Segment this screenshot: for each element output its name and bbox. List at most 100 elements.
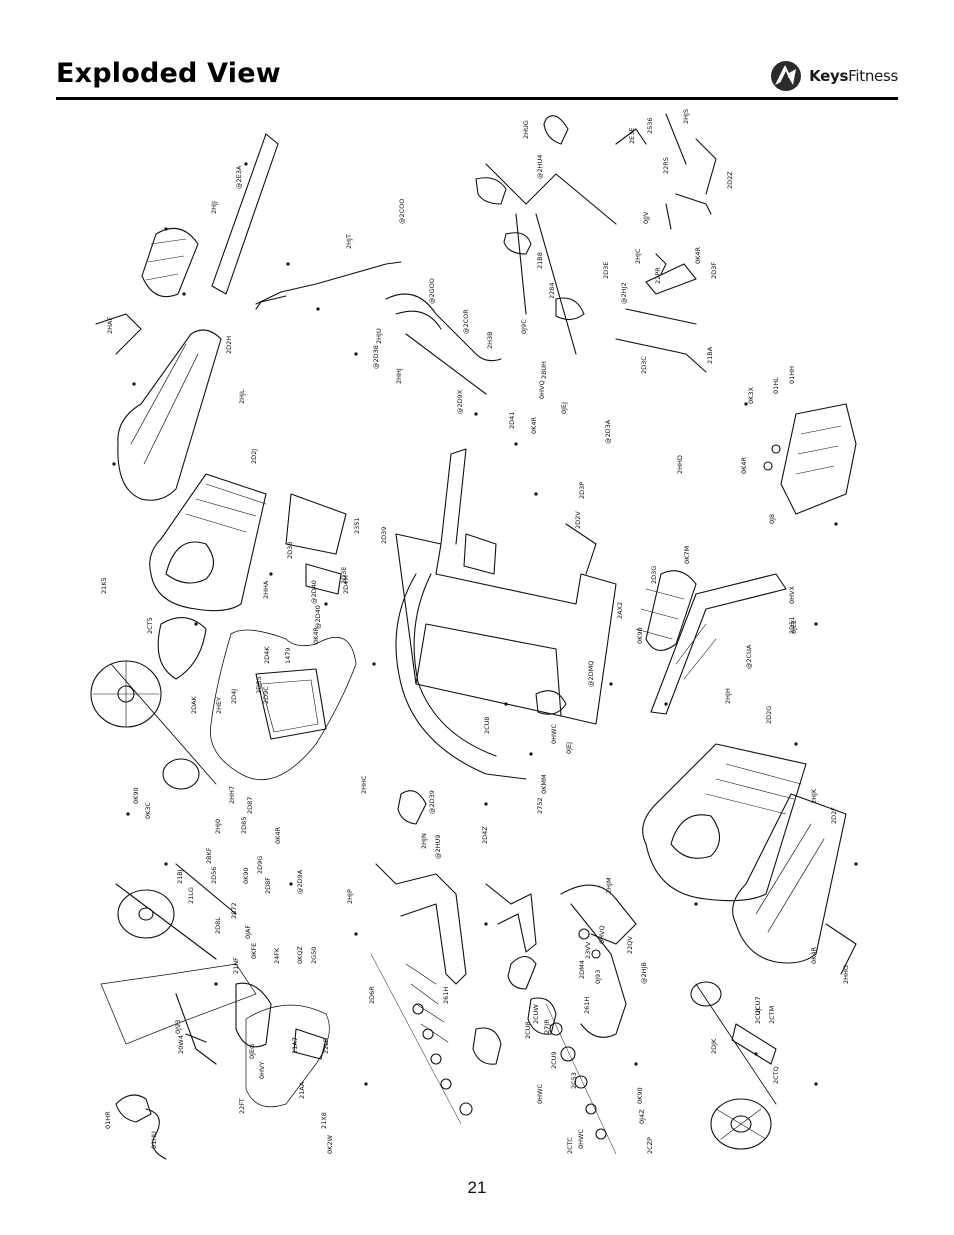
part-label: 0J4Z — [638, 1109, 646, 1124]
part-label: 2D8F — [264, 877, 272, 894]
part-label: 0K7M — [683, 546, 691, 564]
part-label: 0K4R — [530, 416, 538, 434]
part-label: 0KFE — [250, 943, 258, 959]
part-label: 0J8 — [768, 514, 776, 524]
part-label: 0K90 — [242, 867, 250, 884]
exploded-view-drawing: 2HUG@2HU42E3E25362HJS22RS2D2Z0JJV@2E3A2H… — [90, 109, 858, 1160]
part-label: 2H3B — [486, 331, 494, 349]
console-bracket — [645, 263, 697, 295]
part-label: 2D8L — [214, 917, 222, 934]
part-label: 2DM4 — [578, 960, 586, 979]
part-label: 21X8 — [320, 1112, 328, 1129]
part-label: 2HHJ — [395, 368, 403, 384]
part-label: 2D3G — [650, 566, 658, 584]
part-label: 22PR — [654, 267, 662, 284]
part-label: 2HHC — [360, 775, 368, 794]
part-label: 2HJ0 — [214, 819, 222, 834]
part-label: 21NF — [232, 957, 240, 974]
part-label: 2D4K — [263, 646, 271, 664]
part-label: 0HWC — [550, 724, 558, 744]
part-label: 0JEJ — [560, 402, 568, 414]
part-label: @2D39 — [428, 790, 436, 814]
part-label: 2DJK — [710, 1038, 718, 1054]
part-label: 0JJV — [642, 211, 650, 224]
part-label: 2351 — [353, 517, 361, 534]
part-label: 2D9C — [262, 686, 270, 704]
page-header: Exploded View KeysFitness — [56, 56, 898, 100]
lower-foot-pedal-enclosure — [245, 1004, 330, 1108]
part-label: @2HU9 — [434, 835, 442, 859]
part-label: @2HJ2 — [620, 282, 628, 304]
part-label: 0HVQ — [598, 925, 606, 944]
page-number: 21 — [467, 1178, 487, 1197]
part-label: 2D3E — [340, 567, 348, 584]
upper-right-bracket — [780, 403, 857, 515]
part-label: 0K3C — [144, 801, 152, 819]
brand-logo: KeysFitness — [769, 56, 898, 96]
part-label: 21AA — [298, 1081, 306, 1099]
right-pedal-upper — [645, 570, 697, 651]
center-right-tube — [485, 883, 537, 953]
part-label: 2AX2 — [616, 602, 624, 619]
right-arm-upper — [650, 573, 787, 715]
part-label: 2D41 — [508, 412, 516, 429]
header-rule — [56, 97, 898, 100]
part-label: 0JEJ — [565, 742, 573, 754]
brand-name-rest: Fitness — [848, 67, 898, 85]
part-label: 0HWC — [577, 1129, 585, 1149]
part-label: 2CZP — [646, 1137, 654, 1154]
part-label: 0J9C — [520, 319, 528, 334]
part-label: 2HEY — [215, 697, 223, 714]
part-label: 2872 — [230, 902, 238, 919]
part-label: 0JEE — [790, 620, 798, 634]
part-label: 2CU7 — [754, 996, 762, 1014]
pulley-lower-left — [117, 889, 175, 939]
part-label: 01HH — [788, 366, 796, 384]
foot-pedal-upper — [141, 227, 199, 298]
flywheel-right — [710, 1098, 772, 1150]
part-label: 2DAK — [190, 696, 198, 714]
part-label: 2D4J — [230, 689, 238, 704]
part-label: 2D3F — [710, 262, 718, 279]
page-title: Exploded View — [56, 58, 281, 89]
right-handle-tube — [385, 293, 502, 362]
part-label: 2C53 — [570, 1072, 578, 1089]
part-label: 20W4 — [177, 1035, 185, 1054]
part-label: 2CT5 — [146, 617, 154, 634]
part-label: 2D2F — [830, 807, 838, 824]
part-label: 2E3E — [628, 128, 636, 145]
part-label: 2HHG — [842, 965, 850, 984]
part-label: 2D9G — [256, 856, 264, 874]
part-label: 2HHA — [262, 580, 270, 599]
part-label: 22LR — [322, 1037, 330, 1054]
part-label: 0HVY — [258, 1062, 266, 1079]
part-label: 2752 — [536, 797, 544, 814]
part-label: 0K90 — [636, 627, 644, 644]
main-frame — [395, 533, 617, 725]
part-label: 0K90 — [132, 787, 140, 804]
part-label: 0J93 — [174, 1020, 182, 1034]
part-label: 2D3P — [578, 482, 586, 499]
part-label: @2GOO — [428, 278, 436, 304]
keys-fitness-logo-icon — [771, 61, 802, 91]
part-label: 1479 — [284, 647, 292, 664]
part-label: 0HWC — [536, 1084, 544, 1104]
part-label: 01HU — [150, 1131, 158, 1149]
console-mast — [485, 163, 617, 355]
part-label: 22FT — [238, 1098, 246, 1114]
part-label: 22RS — [662, 157, 670, 174]
part-label: 0K4R — [274, 826, 282, 844]
part-label: 0K3X — [747, 386, 755, 404]
part-label: 21LG — [187, 887, 195, 904]
part-label: @2D3A — [604, 419, 612, 444]
part-label: 0JAF — [244, 925, 252, 939]
part-label: 2CUJ — [754, 1009, 762, 1024]
part-label: 2D39 — [380, 527, 388, 544]
part-label: 261H — [583, 997, 591, 1014]
side-housing-right — [642, 743, 807, 902]
part-label: @2D9X — [456, 389, 464, 414]
part-labels-layer: 2HUG@2HU42E3E25362HJS22RS2D2Z0JJV@2E3A2H… — [100, 109, 850, 1154]
part-label: 2D4Z — [481, 826, 489, 844]
left-shroud — [117, 329, 222, 501]
